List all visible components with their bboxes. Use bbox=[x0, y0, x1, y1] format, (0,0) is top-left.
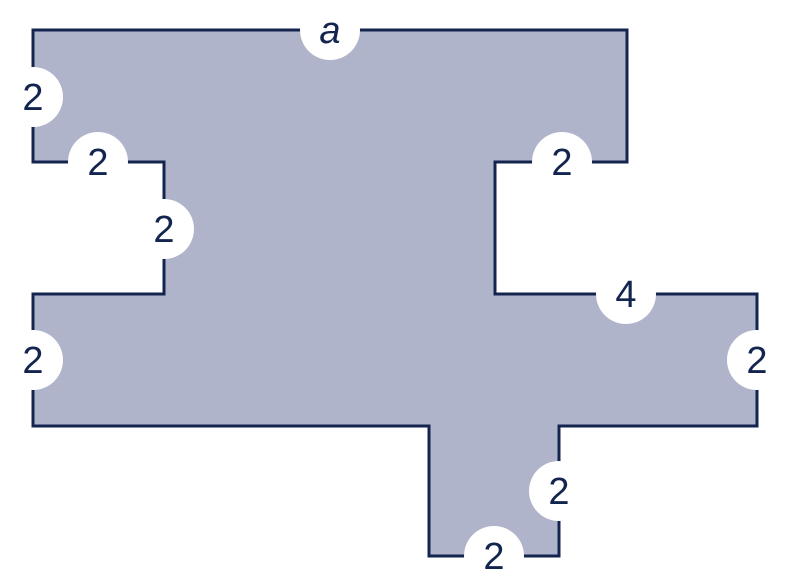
side-label-upper-right-step: 2 bbox=[532, 132, 592, 192]
label-circle bbox=[596, 264, 656, 324]
side-label-top: a bbox=[300, 0, 360, 60]
label-text: a bbox=[319, 10, 340, 52]
label-text: 2 bbox=[548, 471, 569, 513]
side-label-upper-left-step: 2 bbox=[68, 132, 128, 192]
side-label-stem-right: 2 bbox=[529, 461, 589, 521]
label-circle bbox=[3, 67, 63, 127]
label-text: 2 bbox=[483, 536, 504, 578]
label-circle bbox=[727, 330, 787, 390]
side-label-left-lower: 2 bbox=[3, 330, 63, 390]
side-label-left-notch-side: 2 bbox=[134, 199, 194, 259]
label-circle bbox=[134, 199, 194, 259]
label-circle bbox=[300, 0, 360, 60]
label-text: 2 bbox=[22, 340, 43, 382]
label-text: 2 bbox=[153, 209, 174, 251]
label-circle bbox=[529, 461, 589, 521]
label-circle bbox=[68, 132, 128, 192]
label-text: 2 bbox=[551, 142, 572, 184]
side-label-right-step: 4 bbox=[596, 264, 656, 324]
label-text: 4 bbox=[615, 274, 636, 316]
label-text: 2 bbox=[87, 142, 108, 184]
side-label-right-side: 2 bbox=[727, 330, 787, 390]
label-text: 2 bbox=[22, 77, 43, 119]
label-text: 2 bbox=[746, 340, 767, 382]
label-circle bbox=[532, 132, 592, 192]
label-circle bbox=[464, 526, 524, 586]
side-label-left-upper: 2 bbox=[3, 67, 63, 127]
label-circle bbox=[3, 330, 63, 390]
side-label-stem-bottom: 2 bbox=[464, 526, 524, 586]
